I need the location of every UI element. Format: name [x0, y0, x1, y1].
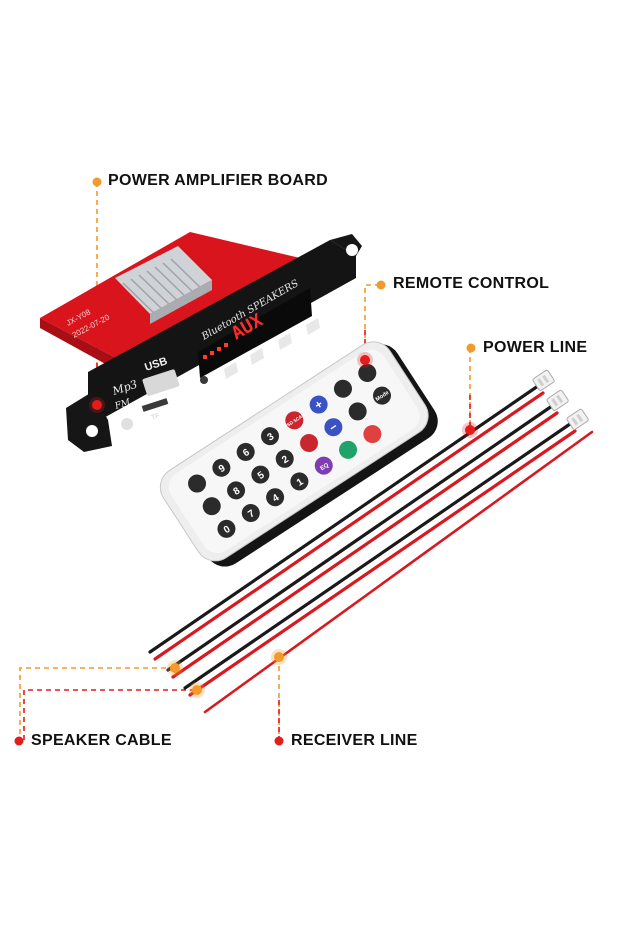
remote-key [261, 427, 280, 446]
label-dot-receiver-line [274, 736, 284, 746]
anchor-dot-receiver-line [274, 652, 284, 662]
anchor-dot-remote [360, 355, 370, 365]
remote-digit-6: 6 [241, 447, 252, 459]
remote-digit-0: 0 [222, 524, 233, 536]
remote-key [202, 497, 221, 516]
mounting-hole [346, 244, 358, 256]
tf-slot [141, 398, 169, 412]
remote-key-play-pause [339, 440, 358, 459]
remote-digit-9: 9 [217, 463, 228, 475]
remote-key-prev [348, 402, 367, 421]
label-speaker-cable: SPEAKER CABLE [31, 732, 172, 749]
power-amplifier-board: JX-Y08 2022-07-20 AUX [40, 232, 362, 452]
remote-key-minus [324, 418, 343, 437]
remote-digit-3: 3 [265, 431, 276, 443]
label-power-amplifier-board: POWER AMPLIFIER BOARD [108, 172, 328, 189]
bluetooth-icon [121, 418, 133, 430]
remote-key [241, 504, 260, 523]
mounting-hole [86, 425, 98, 437]
jst-connectors [532, 369, 589, 430]
remote-key [275, 449, 294, 468]
anchor-dot-board [92, 400, 102, 410]
remote-key-mute [358, 363, 377, 382]
anchor-dot-power-line [465, 425, 475, 435]
usb-port [142, 369, 180, 396]
remote-key-next [333, 379, 352, 398]
remote-key-plus [309, 395, 328, 414]
tf-label: TF [150, 413, 160, 422]
wires [148, 384, 594, 714]
remote-key [212, 458, 231, 477]
ir-sensor [200, 376, 208, 384]
remote-key [188, 474, 207, 493]
anchor-dot-speaker-cable-1 [170, 663, 180, 673]
remote-key [290, 472, 309, 491]
remote-control: 9 6 3 8 5 2 7 4 1 0 USD SCAN EQ Mode + − [159, 341, 438, 567]
heat-sink [115, 246, 212, 324]
remote-key-mode [372, 386, 391, 405]
remote-digit-8: 8 [232, 485, 243, 497]
panel-buttons [224, 318, 320, 379]
label-dot-power-line [466, 343, 476, 353]
remote-key [251, 465, 270, 484]
remote-key-usd-scan [285, 411, 304, 430]
remote-digit-2: 2 [280, 454, 291, 466]
remote-key-power [363, 425, 382, 444]
label-dot-remote-control [376, 280, 386, 290]
label-receiver-line: RECEIVER LINE [291, 732, 418, 749]
label-dot-speaker-cable [14, 736, 24, 746]
remote-eq-label: EQ [320, 462, 331, 472]
remote-key [266, 488, 285, 507]
remote-key [217, 519, 236, 538]
anchor-dot-speaker-cable-2 [192, 685, 202, 695]
label-remote-control: REMOTE CONTROL [393, 275, 550, 292]
remote-key [236, 442, 255, 461]
remote-digit-5: 5 [256, 469, 267, 481]
remote-digit-7: 7 [246, 508, 257, 520]
remote-key [227, 481, 246, 500]
remote-key-eq [314, 456, 333, 475]
remote-key-repeat [300, 433, 319, 452]
remote-digit-1: 1 [295, 476, 306, 488]
remote-digit-4: 4 [271, 492, 282, 504]
label-power-line: POWER LINE [483, 339, 588, 356]
label-dot-power-amplifier-board [92, 177, 102, 187]
